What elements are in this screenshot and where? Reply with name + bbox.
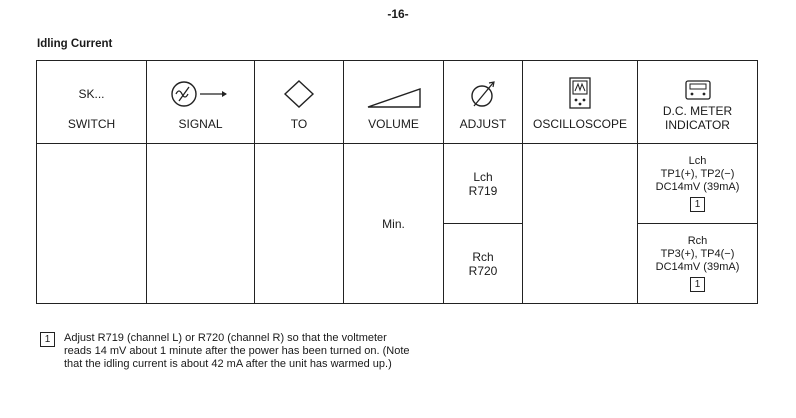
- lch-row: Min. Lch R719 Lch TP1(+), TP2(−) DC14mV …: [36, 143, 758, 304]
- oscilloscope-icon: [569, 77, 591, 109]
- switch-cell: [36, 143, 147, 304]
- volume-wedge-icon: [367, 88, 421, 108]
- adjust-label: ADJUST: [459, 117, 507, 131]
- adjust-lch-line2: R719: [468, 183, 498, 198]
- diamond-icon: [283, 80, 315, 108]
- volume-value: Min.: [382, 216, 405, 231]
- volume-label: VOLUME: [368, 117, 419, 131]
- header-volume: VOLUME: [343, 60, 444, 144]
- idling-current-table: SK... SWITCH SIGNAL TO: [36, 60, 758, 304]
- page-number: -16-: [387, 7, 409, 21]
- rch-row: Rch R720 Rch TP3(+), TP4(−) DC14mV (39mA…: [37, 223, 758, 304]
- header-signal: SIGNAL: [146, 60, 255, 144]
- meter-rch-cell: Rch TP3(+), TP4(−) DC14mV (39mA) 1: [637, 223, 758, 304]
- meter-lch-cell: Lch TP1(+), TP2(−) DC14mV (39mA) 1: [637, 143, 758, 224]
- signal-label: SIGNAL: [178, 117, 223, 131]
- footnote-text: Adjust R719 (channel L) or R720 (channel…: [64, 332, 410, 370]
- dc-meter-icon: [684, 79, 711, 100]
- meter-rch-line1: Rch: [687, 235, 708, 247]
- header-oscilloscope: OSCILLOSCOPE: [522, 60, 638, 144]
- meter-rch-line3: DC14mV (39mA): [655, 261, 740, 273]
- switch-label-top: SK...: [78, 87, 105, 101]
- oscilloscope-cell: [522, 143, 638, 304]
- adjust-icon: [471, 81, 495, 107]
- adjust-rch-line1: Rch: [472, 249, 494, 264]
- meter-lch-line3: DC14mV (39mA): [655, 181, 740, 193]
- header-row: SK... SWITCH SIGNAL TO: [36, 60, 758, 144]
- to-label: TO: [290, 117, 308, 131]
- meter-lch-line2: TP1(+), TP2(−): [660, 168, 735, 180]
- note-ref-box: 1: [690, 277, 705, 292]
- meter-label-line2: INDICATOR: [665, 117, 730, 132]
- oscilloscope-label: OSCILLOSCOPE: [532, 117, 628, 131]
- header-switch: SK... SWITCH: [36, 60, 147, 144]
- footnote: 1 Adjust R719 (channel L) or R720 (chann…: [40, 332, 410, 371]
- signal-generator-icon: [170, 81, 227, 107]
- header-to: TO: [254, 60, 344, 144]
- section-title: Idling Current: [37, 38, 113, 50]
- header-adjust: ADJUST: [443, 60, 523, 144]
- header-meter: D.C. METER INDICATOR: [637, 60, 758, 144]
- signal-cell: [146, 143, 255, 304]
- volume-cell: Min.: [343, 143, 444, 304]
- meter-lch-line1: Lch: [688, 155, 707, 167]
- to-cell: [254, 143, 344, 304]
- adjust-lch-cell: Lch R719: [443, 143, 523, 224]
- adjust-rch-cell: Rch R720: [443, 223, 523, 304]
- footnote-number-box: 1: [40, 332, 55, 347]
- switch-label: SWITCH: [67, 117, 116, 131]
- adjust-rch-line2: R720: [468, 263, 498, 278]
- note-ref-box: 1: [690, 197, 705, 212]
- meter-rch-line2: TP3(+), TP4(−): [660, 248, 735, 260]
- adjust-lch-line1: Lch: [473, 169, 493, 184]
- meter-label-line1: D.C. METER: [662, 103, 733, 118]
